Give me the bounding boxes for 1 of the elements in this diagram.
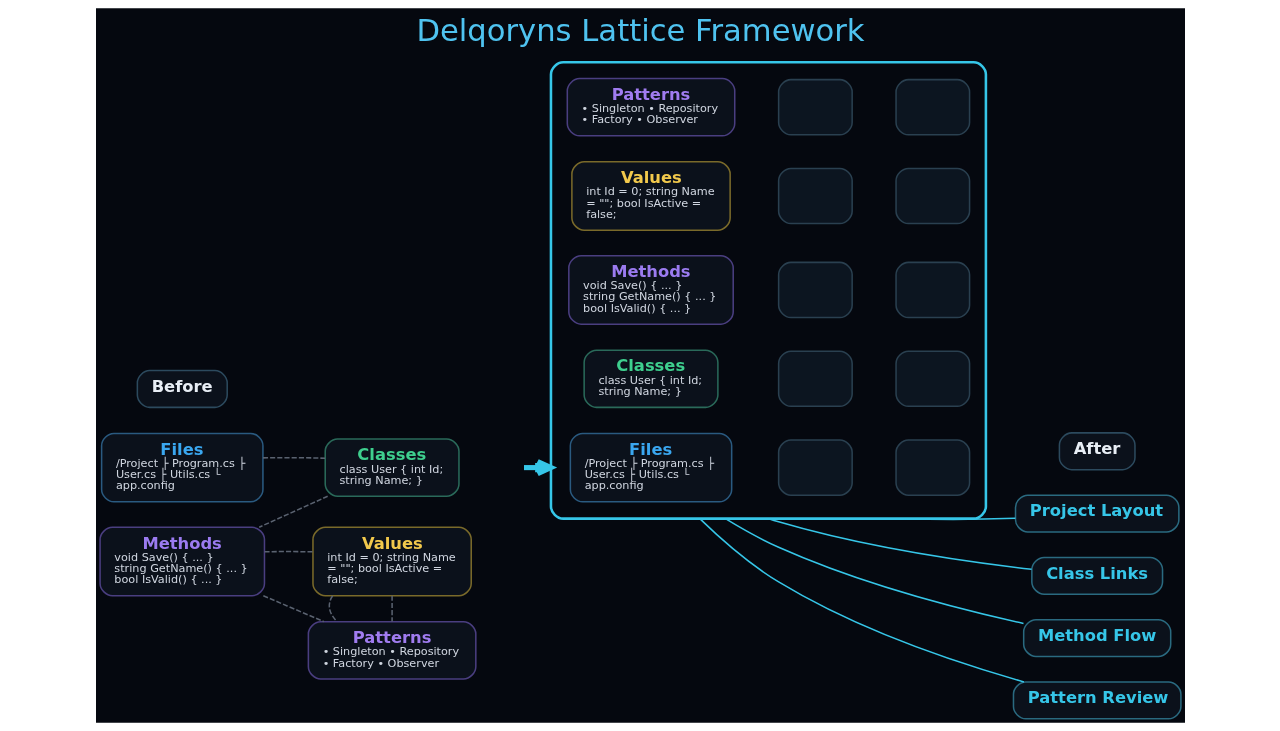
diagram-title: Delqoryns Lattice Framework	[415, 12, 865, 48]
